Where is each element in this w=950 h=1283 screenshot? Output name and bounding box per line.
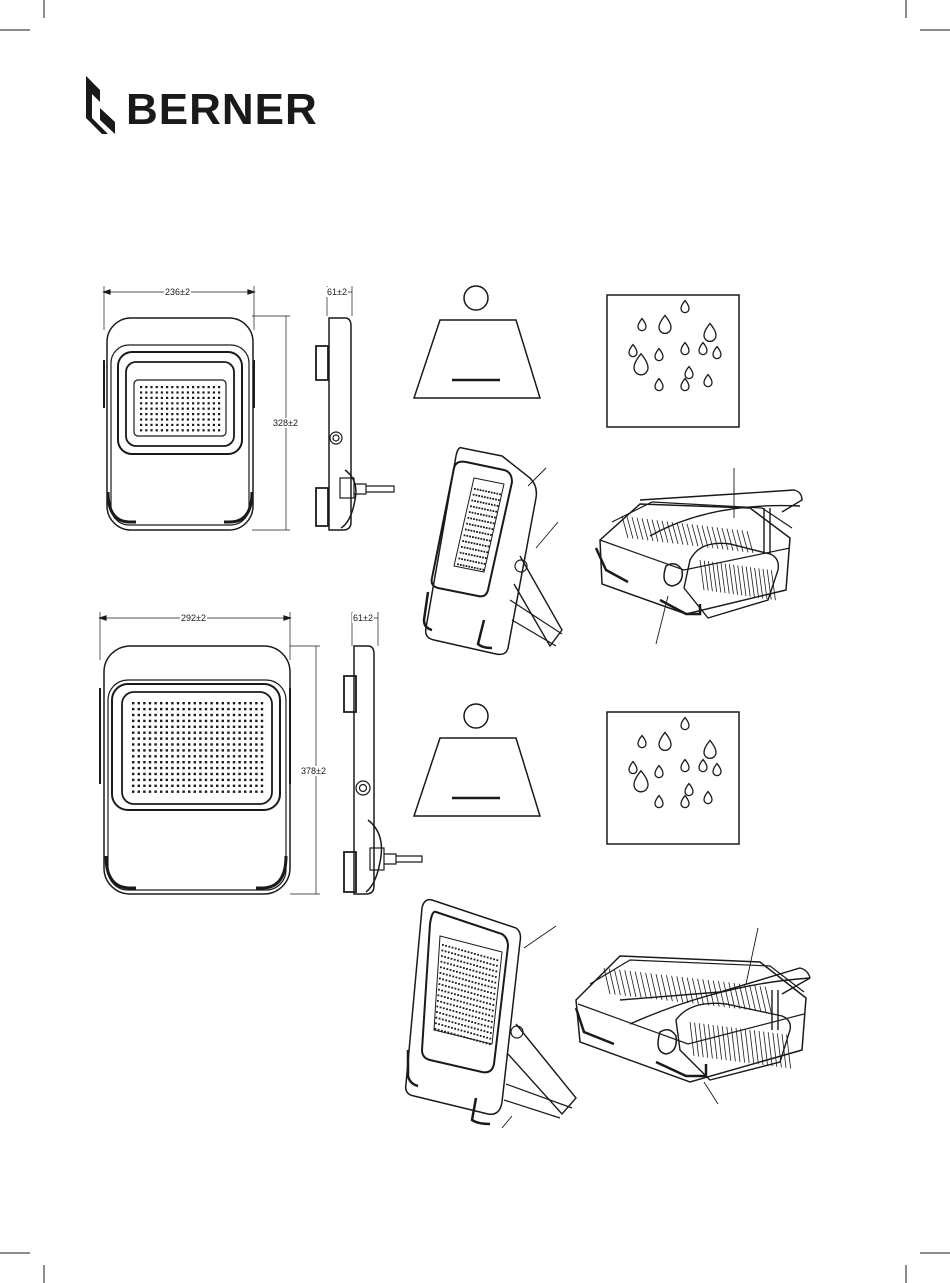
small-width-label: 236±2	[164, 287, 191, 297]
small-light-side-view	[316, 286, 394, 530]
small-light-perspective-front	[424, 448, 562, 655]
large-light-front-view	[100, 612, 320, 894]
rain-icon-1	[607, 295, 739, 427]
large-light-perspective-front	[406, 900, 576, 1128]
weight-icon-1	[414, 286, 540, 398]
large-light-side-view	[344, 612, 422, 894]
large-light-perspective-back	[576, 928, 810, 1104]
large-width-label: 292±2	[180, 613, 207, 623]
large-height-label: 378±2	[300, 766, 327, 776]
small-height-label: 328±2	[272, 418, 299, 428]
large-depth-label: 61±2	[352, 613, 374, 623]
heatsink-fins-1	[622, 516, 775, 600]
large-light-led-grid	[132, 702, 263, 793]
large-light-led-grid-perspective	[435, 944, 499, 1045]
small-depth-label: 61±2	[326, 287, 348, 297]
rain-icon-2	[607, 712, 739, 844]
small-light-perspective-back	[596, 468, 802, 644]
small-light-front-view	[104, 286, 290, 530]
small-light-led-grid	[140, 386, 220, 431]
weight-icon-2	[414, 704, 540, 816]
